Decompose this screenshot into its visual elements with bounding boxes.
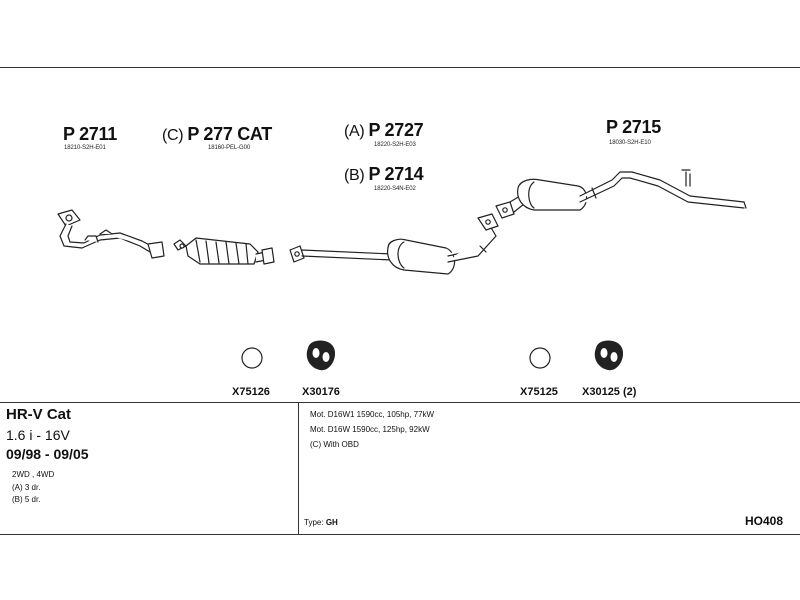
part-number-rear-silencer[interactable]: P 2715 bbox=[606, 117, 661, 137]
spec-engine-1: Mot. D16W1 1590cc, 105hp, 77kW bbox=[310, 410, 435, 419]
spec-engine-2: Mot. D16W 1590cc, 125hp, 92kW bbox=[310, 425, 430, 434]
info-divider bbox=[0, 402, 800, 403]
part-code-center-b: 18220-S4N-E02 bbox=[374, 186, 416, 192]
vehicle-variant-a: (A) 3 dr. bbox=[12, 483, 41, 492]
catalyst-drawing bbox=[173, 237, 275, 265]
vehicle-model: HR-V Cat bbox=[6, 406, 72, 423]
vehicle-engine: 1.6 i - 16V bbox=[6, 427, 70, 443]
rubber-hanger-icon bbox=[594, 340, 624, 371]
front-pipe-drawing bbox=[57, 209, 165, 259]
accessory-label-x75126[interactable]: X75126 bbox=[232, 386, 270, 398]
rubber-hanger-icon bbox=[306, 340, 336, 371]
ring-icon bbox=[241, 347, 263, 369]
diagram-frame bbox=[0, 67, 800, 535]
accessory-label-x30125[interactable]: X30125 (2) bbox=[582, 386, 637, 398]
part-number-center-a[interactable]: (A)P 2727 bbox=[344, 120, 424, 140]
accessory-label-x30176[interactable]: X30176 bbox=[302, 386, 340, 398]
vehicle-years: 09/98 - 09/05 bbox=[6, 446, 89, 462]
rear-silencer-drawing bbox=[495, 169, 747, 219]
part-number-front-pipe[interactable]: P 2711 bbox=[63, 124, 117, 144]
center-silencer-drawing bbox=[289, 213, 499, 275]
spec-type: Type: GH bbox=[304, 518, 338, 527]
part-code-catalyst: 18160-PEL-G00 bbox=[208, 145, 251, 151]
part-number-center-b[interactable]: (B)P 2714 bbox=[344, 164, 424, 184]
part-number-catalyst[interactable]: (C)P 277 CAT bbox=[162, 124, 272, 144]
part-code-center-a: 18220-S2H-E03 bbox=[374, 142, 416, 148]
accessory-label-x75125[interactable]: X75125 bbox=[520, 386, 558, 398]
vehicle-variant-b: (B) 5 dr. bbox=[12, 495, 41, 504]
vehicle-drive: 2WD , 4WD bbox=[12, 470, 55, 479]
diagram-code: HO408 bbox=[745, 514, 784, 528]
ring-icon bbox=[529, 347, 551, 369]
part-code-rear-silencer: 18030-S2H-E10 bbox=[609, 140, 651, 146]
part-code-front-pipe: 18210-S2H-E01 bbox=[64, 145, 106, 151]
info-column-divider bbox=[298, 402, 299, 534]
spec-obd-note: (C) With OBD bbox=[310, 440, 359, 449]
